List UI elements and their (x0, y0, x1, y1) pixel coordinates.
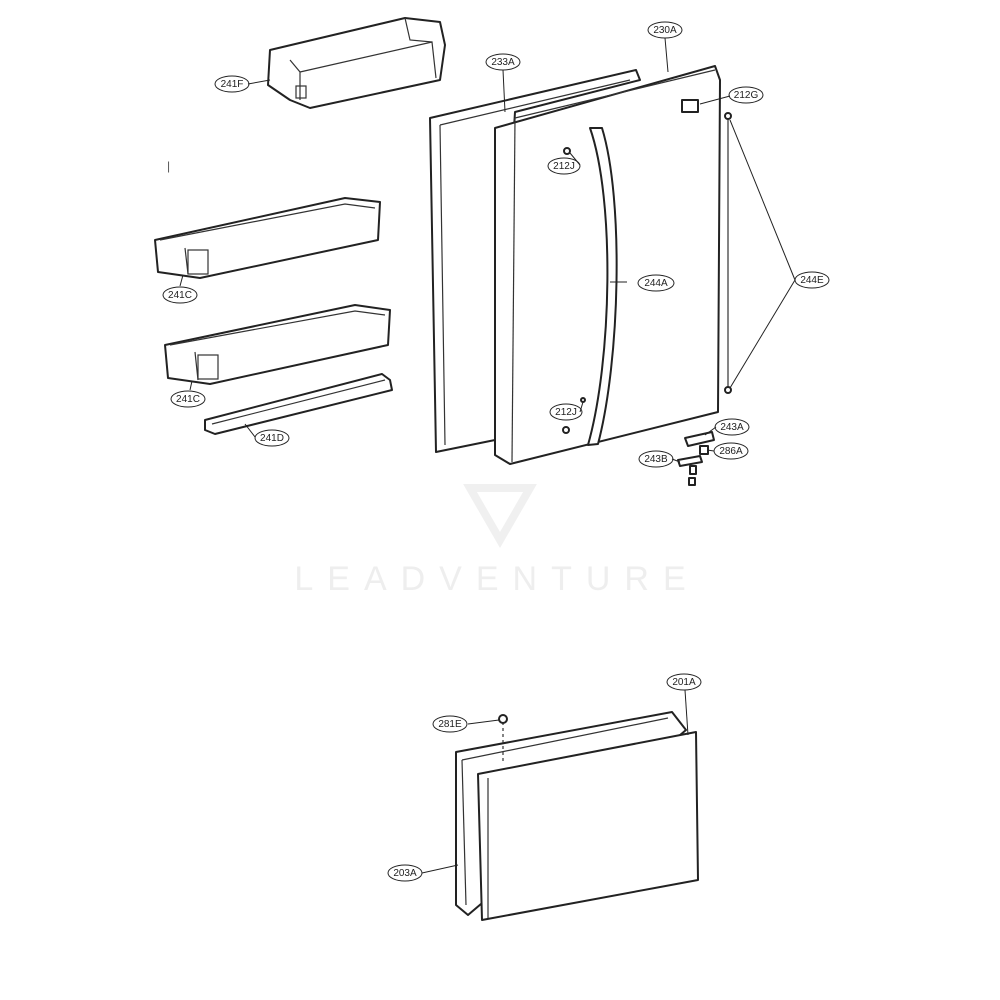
freezer-door-201a (455, 711, 699, 921)
door-bar-241d (204, 373, 393, 435)
hinge-parts (677, 431, 715, 486)
callout-244a: 244A (637, 274, 675, 292)
callout-244e: 244E (794, 271, 830, 289)
door-gasket-233a (429, 69, 641, 453)
callout-201a: 201A (666, 673, 702, 691)
callout-241d: 241D (254, 429, 290, 447)
svg-text:243B: 243B (644, 454, 668, 465)
svg-text:230A: 230A (653, 25, 677, 36)
stray-mark: | (167, 159, 170, 173)
callout-233a: 233A (485, 53, 521, 71)
svg-text:244A: 244A (644, 278, 668, 289)
screw-281e (498, 714, 508, 724)
door-bin-241c-upper (154, 197, 381, 279)
callout-212g: 212G (728, 86, 764, 104)
watermark: LEADVENTURE (294, 484, 699, 598)
door-handle-244a (587, 127, 618, 446)
callout-212j-top: 212J (547, 157, 581, 175)
svg-text:286A: 286A (719, 446, 743, 457)
svg-text:241D: 241D (260, 433, 284, 444)
callouts: 241F 233A 230A 212G 212J 244A 244E 241C (162, 21, 830, 882)
callout-281e: 281E (432, 715, 468, 733)
svg-text:201A: 201A (672, 677, 696, 688)
callout-243a: 243A (714, 418, 750, 436)
svg-text:244E: 244E (800, 275, 824, 286)
callout-241f: 241F (214, 75, 250, 93)
door-bin-241f (267, 17, 446, 109)
callout-243b: 243B (638, 450, 674, 468)
watermark-text: LEADVENTURE (294, 560, 699, 598)
svg-text:241C: 241C (168, 290, 192, 301)
svg-text:281E: 281E (438, 719, 462, 730)
svg-text:212J: 212J (555, 407, 577, 418)
svg-text:212G: 212G (734, 90, 759, 101)
refrigerator-door-230a (494, 65, 721, 465)
svg-text:233A: 233A (491, 57, 515, 68)
svg-text:241F: 241F (221, 79, 244, 90)
svg-text:203A: 203A (393, 868, 417, 879)
callout-241c-bottom: 241C (170, 390, 206, 408)
svg-text:212J: 212J (553, 161, 575, 172)
svg-text:243A: 243A (720, 422, 744, 433)
door-bin-241c-lower (164, 304, 391, 385)
callout-230a: 230A (647, 21, 683, 39)
hinge-cover-212g (681, 99, 699, 113)
pins-244e (724, 112, 732, 394)
svg-text:241C: 241C (176, 394, 200, 405)
callout-203a: 203A (387, 864, 423, 882)
screw-212j-top (563, 147, 571, 155)
callout-212j-bottom: 212J (549, 403, 583, 421)
watermark-logo (463, 484, 537, 549)
screw-212j-bottom (562, 426, 570, 434)
callout-286a: 286A (713, 442, 749, 460)
screw-212j-bottom-2 (580, 397, 586, 403)
callout-241c-top: 241C (162, 286, 198, 304)
leader-lines (179, 37, 796, 874)
